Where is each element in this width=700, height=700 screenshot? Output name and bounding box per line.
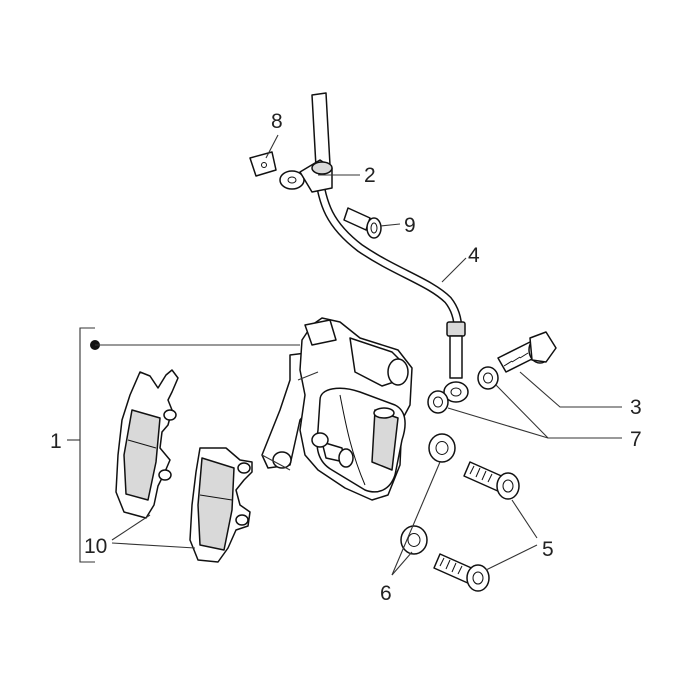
- caliper-bolts: [433, 461, 520, 592]
- clip-nut: [249, 151, 277, 177]
- callout-4: 4: [468, 244, 480, 267]
- callout-1: 1: [50, 430, 62, 453]
- brake-hose: [311, 92, 469, 403]
- hose-clamp: [279, 159, 333, 193]
- assembly-bracket: [67, 327, 300, 563]
- callout-2: 2: [364, 164, 376, 187]
- callout-10: 10: [84, 535, 107, 558]
- banjo-bolt: [497, 331, 557, 373]
- leader-lines: [111, 134, 622, 576]
- brake-pad-rear: [115, 369, 179, 519]
- clamp-screw: [343, 207, 382, 239]
- callout-5: 5: [542, 538, 554, 561]
- sealing-washers: [427, 366, 499, 414]
- callout-6: 6: [380, 582, 392, 605]
- callout-3: 3: [630, 396, 642, 419]
- brake-pad-front: [189, 447, 253, 563]
- callout-8: 8: [271, 110, 283, 133]
- callout-9: 9: [404, 214, 416, 237]
- brake-caliper: [261, 317, 413, 501]
- callout-7: 7: [630, 428, 642, 451]
- callout-labels: 1 2 3 4 5 6 7 8 9 10: [50, 110, 642, 605]
- mounting-washers: [400, 433, 456, 555]
